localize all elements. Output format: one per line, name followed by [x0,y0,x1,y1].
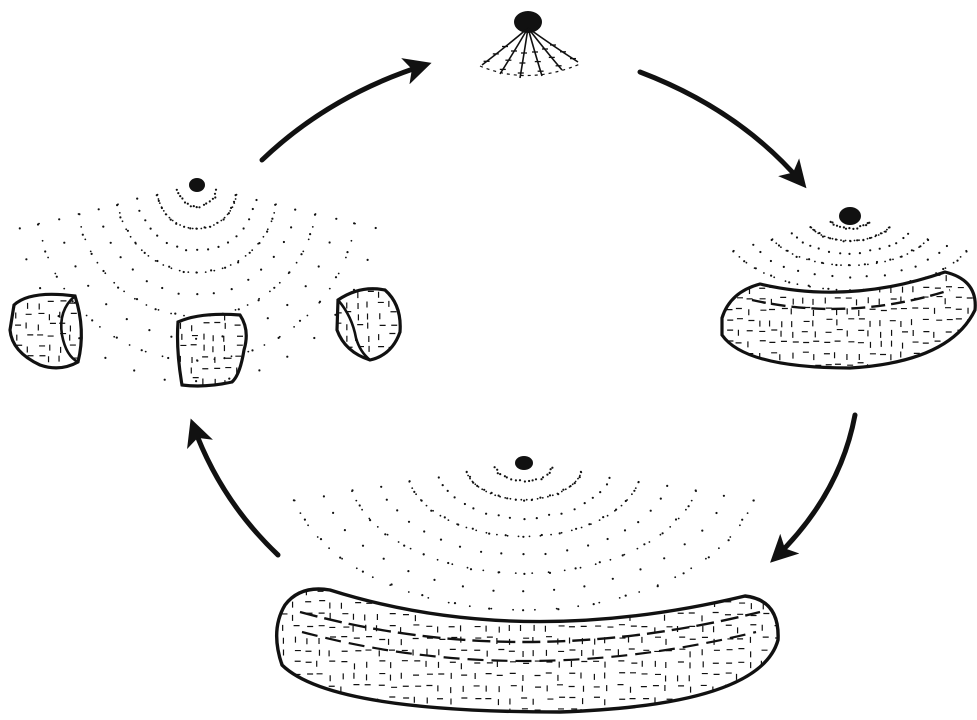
stage-thin-arc-band [714,207,977,371]
apex-dot [515,456,533,470]
stage-wide-arc-band [269,456,782,717]
dotted-fan [19,189,377,383]
arrow-thin-band-to-wide-band [775,415,855,558]
cycle-arrows [193,65,855,558]
arrow-fragments-to-origin [262,65,425,160]
cell-texture [4,279,409,398]
band-seam-1 [300,612,760,642]
wide-band-outline [277,589,778,712]
arrow-wide-band-to-fragments [193,425,278,555]
arrow-origin-to-thin-band [640,72,802,183]
stage-origin-point [480,11,580,78]
dotted-fan [293,466,755,611]
short-rays [480,28,580,78]
dotted-fan [732,221,967,292]
cell-texture [269,577,782,718]
apex-dot [839,207,861,225]
apex-dot [189,178,205,192]
stage-broken-fragments [4,178,409,397]
